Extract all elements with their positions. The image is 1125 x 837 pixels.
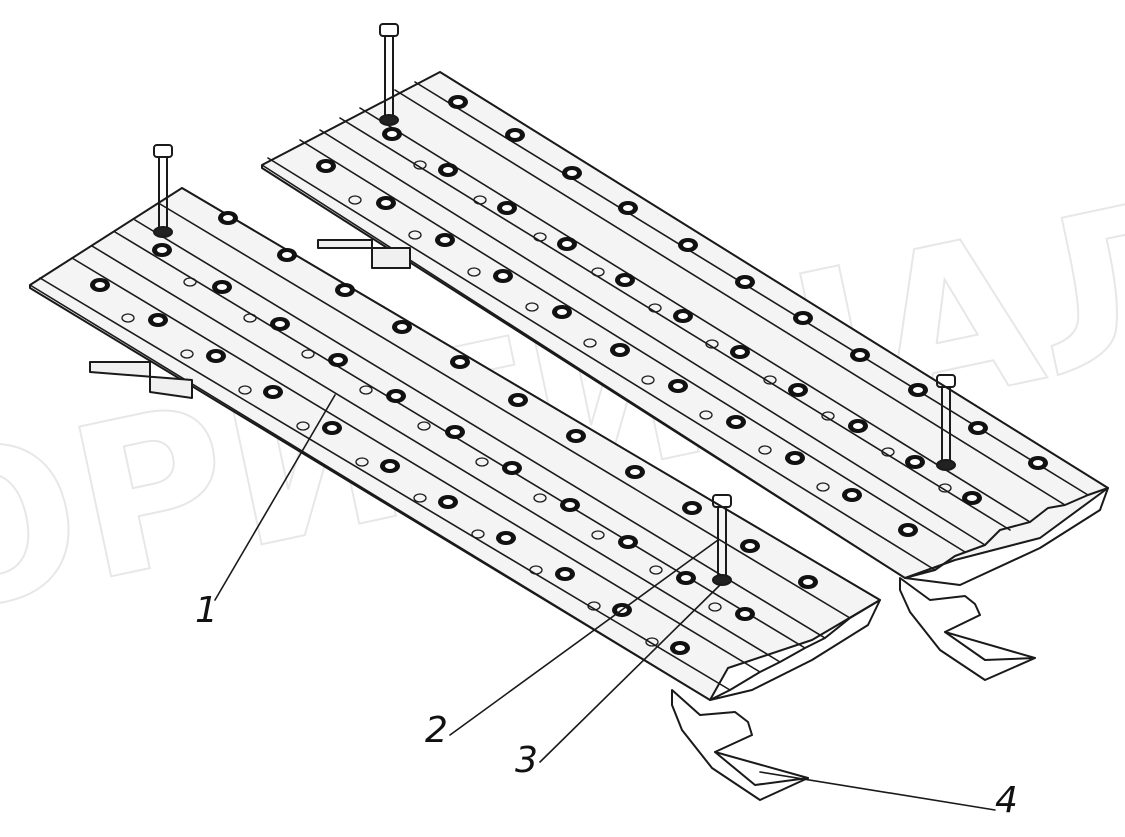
front-bolt-right [712,494,732,586]
rear-plate-holes [316,95,1048,537]
rear-bolt-left [379,23,399,126]
callout-leaders [214,394,996,811]
callout-4: 4 [995,780,1018,821]
callout-3: 3 [515,740,538,781]
rear-bolt-right [936,374,956,471]
front-bolt-left [153,144,173,238]
rear-bracket [317,239,1036,681]
front-step-plate [29,144,881,801]
callout-1: 1 [195,590,218,631]
front-bracket [89,361,809,801]
front-plate-holes [90,211,818,655]
rear-step-plate [261,23,1109,681]
callout-2: 2 [425,710,448,751]
